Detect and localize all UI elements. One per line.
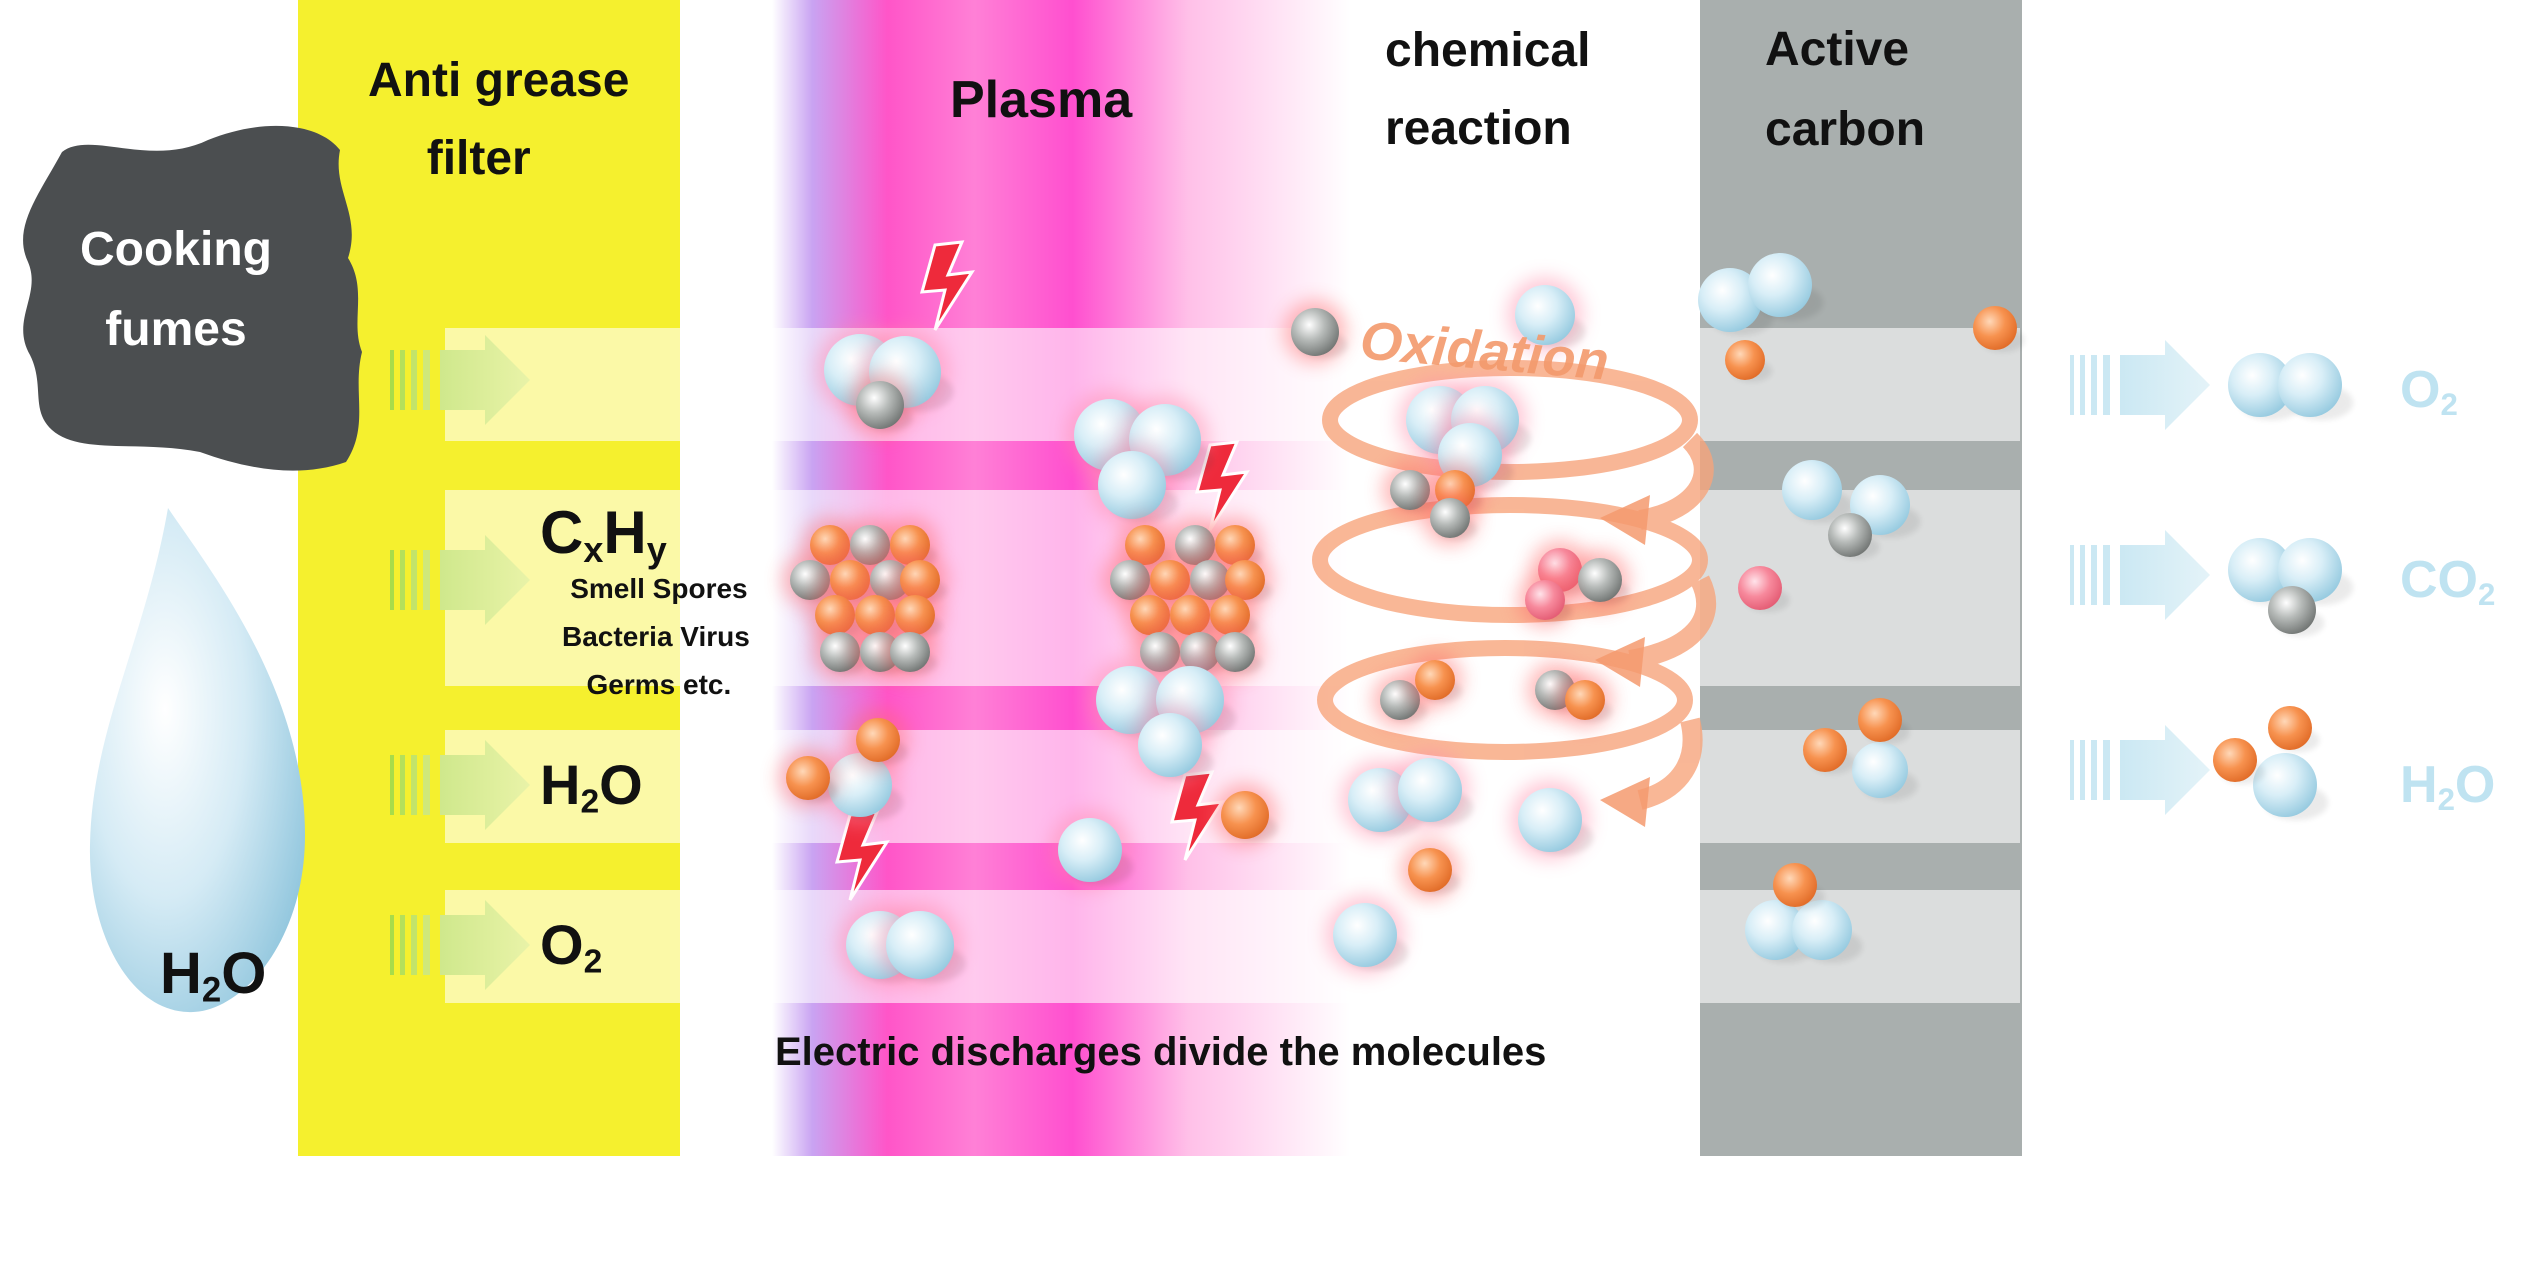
carbon-atom [1828, 513, 1872, 557]
hydrogen-atom [1408, 848, 1452, 892]
input-arrows [390, 335, 530, 990]
hydrogen-atom [1415, 660, 1455, 700]
hydrogen-atom [786, 756, 830, 800]
hydrogen-atom [1221, 791, 1269, 839]
oxygen-atom [1745, 900, 1805, 960]
carbon-atom [1430, 498, 1470, 538]
discharge-caption: Electric discharges divide the molecules [775, 1030, 1547, 1074]
hydrogen-atom [1803, 728, 1847, 772]
oxygen-atom [2253, 753, 2317, 817]
hydrogen-atom [1725, 340, 1765, 380]
hydrogen-atom [2213, 738, 2257, 782]
oxygen-atom [2278, 353, 2342, 417]
hydrogen-atom [1773, 863, 1817, 907]
pollutants-list: Smell Spores Bacteria Virus Germs etc. [562, 573, 750, 700]
pollutant-atom [1738, 566, 1782, 610]
chemical-reaction-header: chemical reaction [1385, 24, 1591, 155]
oxygen-atom [1138, 713, 1202, 777]
hydrogen-atom [1973, 306, 2017, 350]
oxygen-atom [1518, 788, 1582, 852]
hydrocarbon-label: CxHy [540, 499, 667, 570]
oxidation-arrowheads [1595, 495, 1650, 827]
carbon-atom [820, 632, 860, 672]
oxygen-atom [1698, 268, 1762, 332]
oxygen-atom [886, 911, 954, 979]
plasma-header: Plasma [950, 71, 1133, 129]
active-carbon-header: Active carbon [1765, 23, 1926, 156]
carbon-atom [1140, 632, 1180, 672]
oxygen-atom [1852, 742, 1908, 798]
hydrogen-atom [856, 718, 900, 762]
oxygen-atom [1782, 460, 1842, 520]
oxygen-atom [1058, 818, 1122, 882]
pollutant-atom [1525, 580, 1565, 620]
output-arrows [2070, 340, 2210, 815]
oxygen-atom [2228, 538, 2292, 602]
carbon-atom [790, 560, 830, 600]
output-o2-label: O2 [2400, 361, 2458, 422]
carbon-atom [2268, 586, 2316, 634]
hydrogen-atom [1565, 680, 1605, 720]
output-co2-label: CO2 [2400, 551, 2496, 612]
output-h2o-label: H2O [2400, 756, 2496, 817]
anti-grease-filter-header: Anti grease filter [368, 54, 630, 185]
oxygen-atom [1398, 758, 1462, 822]
carbon-atom [890, 632, 930, 672]
oxygen-atom [1098, 451, 1166, 519]
o2-row-label: O2 [540, 913, 603, 981]
oxygen-atom [2278, 538, 2342, 602]
oxygen-atom [1515, 285, 1575, 345]
oxygen-atom [1792, 900, 1852, 960]
carbon-atom [1291, 308, 1339, 356]
oxidation-swirl [1312, 360, 1717, 810]
cooking-fumes-label: Cooking fumes [80, 223, 272, 356]
oxygen-atom [2228, 353, 2292, 417]
water-drop-label: H2O [160, 941, 267, 1010]
hydrogen-atom [1858, 698, 1902, 742]
carbon-atom [856, 381, 904, 429]
hydrogen-atom [2268, 706, 2312, 750]
carbon-atom [1215, 632, 1255, 672]
water-drop [89, 508, 305, 1013]
molecule-atoms [778, 253, 2354, 987]
h2o-row-label: H2O [540, 753, 643, 821]
oxygen-atom [1333, 903, 1397, 967]
carbon-atom [1390, 470, 1430, 510]
cooking-fumes-blob [23, 125, 362, 471]
oxygen-atom [1748, 253, 1812, 317]
carbon-atom [1578, 558, 1622, 602]
